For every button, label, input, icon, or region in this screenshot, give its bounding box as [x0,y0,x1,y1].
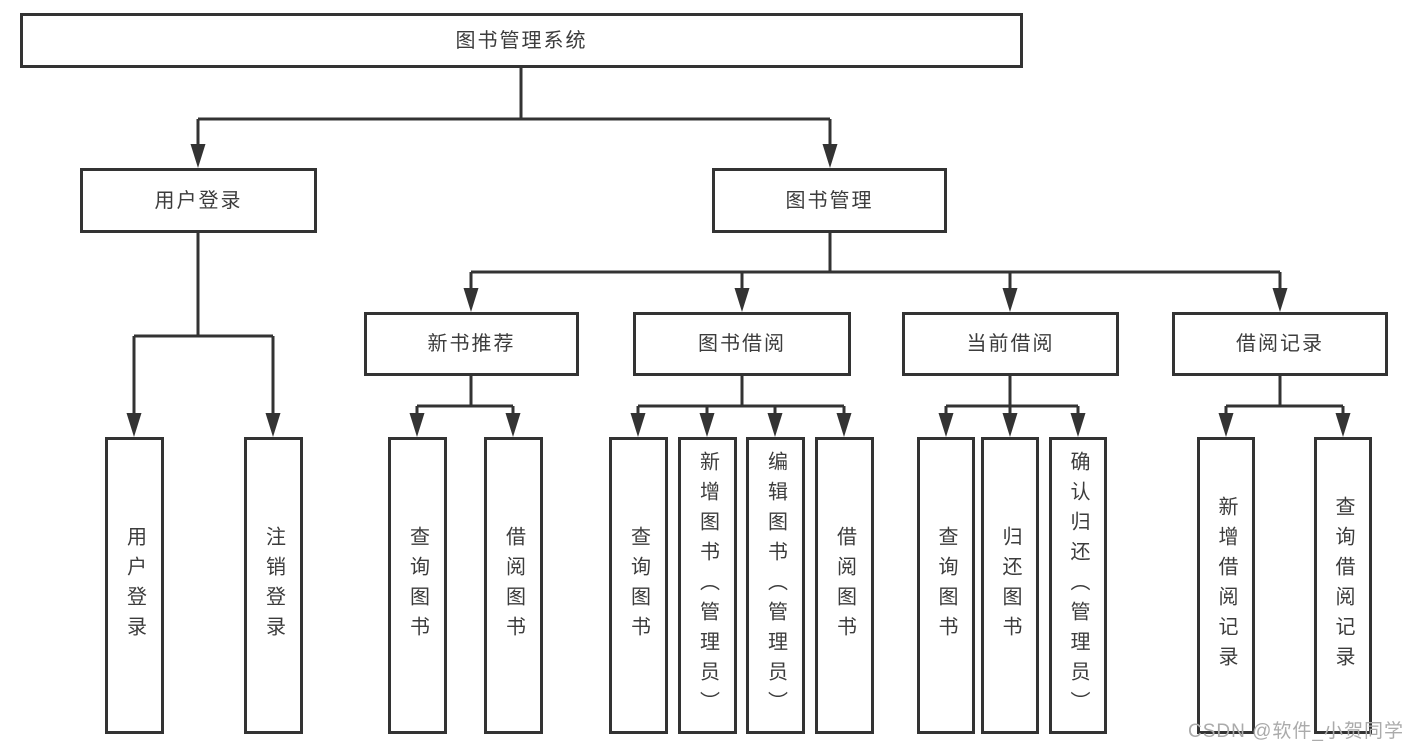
arrow-down-icon-user-login-module-0 [126,413,142,437]
node-new-book-recommend: 新书推荐 [364,312,579,376]
node-label-leaf-borrow-book-borrow: 借阅图书 [833,525,856,646]
node-label-system-root: 图书管理系统 [455,29,588,52]
arrow-down-icon-book-borrowing-0 [630,413,646,437]
node-label-leaf-borrow-book-rec: 借阅图书 [502,525,525,646]
node-label-leaf-return-book: 归还图书 [999,525,1021,646]
arrow-down-icon-book-management-module-3 [1272,288,1288,312]
node-leaf-query-book-current: 查询图书 [917,437,975,734]
node-label-leaf-confirm-return-admin: 确认归还（管理员） [1067,450,1089,721]
node-user-login-module: 用户登录 [80,168,317,233]
arrow-down-icon-system-root-1 [822,144,838,168]
node-leaf-add-book-admin: 新增图书（管理员） [678,437,737,734]
node-current-borrowing: 当前借阅 [902,312,1119,376]
arrow-down-icon-current-borrowing-1 [1002,413,1018,437]
arrow-down-icon-book-borrowing-2 [767,413,783,437]
node-label-leaf-user-login: 用户登录 [123,525,146,646]
arrow-down-icon-book-borrowing-1 [699,413,715,437]
arrow-down-icon-book-management-module-0 [463,288,479,312]
arrow-down-icon-borrowing-records-1 [1335,413,1351,437]
node-borrowing-records: 借阅记录 [1172,312,1388,376]
node-system-root: 图书管理系统 [20,13,1023,68]
arrow-down-icon-current-borrowing-2 [1070,413,1086,437]
node-leaf-confirm-return-admin: 确认归还（管理员） [1049,437,1107,734]
node-label-leaf-query-book-current: 查询图书 [935,525,957,646]
node-leaf-return-book: 归还图书 [981,437,1039,734]
arrow-down-icon-book-management-module-2 [1002,288,1018,312]
node-label-leaf-query-book-rec: 查询图书 [406,525,429,646]
arrow-down-icon-new-book-recommend-0 [409,413,425,437]
node-leaf-borrow-book-rec: 借阅图书 [484,437,543,734]
arrow-down-icon-user-login-module-1 [265,413,281,437]
node-label-current-borrowing: 当前借阅 [966,333,1055,355]
node-leaf-borrow-book-borrow: 借阅图书 [815,437,874,734]
node-label-leaf-logout: 注销登录 [262,525,285,646]
node-label-leaf-edit-book-admin: 编辑图书（管理员） [764,450,787,721]
node-leaf-query-borrow-record: 查询借阅记录 [1314,437,1372,734]
node-leaf-logout: 注销登录 [244,437,303,734]
node-label-leaf-query-borrow-record: 查询借阅记录 [1332,495,1354,676]
node-label-book-management-module: 图书管理 [785,189,874,212]
arrow-down-icon-book-management-module-1 [734,288,750,312]
node-leaf-edit-book-admin: 编辑图书（管理员） [746,437,805,734]
node-leaf-user-login: 用户登录 [105,437,164,734]
arrow-down-icon-new-book-recommend-1 [505,413,521,437]
node-label-leaf-add-book-admin: 新增图书（管理员） [696,450,719,721]
node-label-new-book-recommend: 新书推荐 [427,333,516,355]
node-leaf-query-book-borrow: 查询图书 [609,437,668,734]
arrow-down-icon-system-root-0 [190,144,206,168]
node-label-user-login-module: 用户登录 [154,189,243,212]
node-label-book-borrowing: 图书借阅 [698,333,786,355]
node-leaf-query-book-rec: 查询图书 [388,437,447,734]
watermark: CSDN @软件_小贺同学 [1188,721,1404,742]
arrow-down-icon-borrowing-records-0 [1218,413,1234,437]
node-label-leaf-query-book-borrow: 查询图书 [627,525,650,646]
node-book-borrowing: 图书借阅 [633,312,851,376]
node-label-borrowing-records: 借阅记录 [1236,333,1324,355]
node-leaf-add-borrow-record: 新增借阅记录 [1197,437,1255,734]
node-book-management-module: 图书管理 [712,168,947,233]
arrow-down-icon-book-borrowing-3 [836,413,852,437]
node-label-leaf-add-borrow-record: 新增借阅记录 [1215,495,1237,676]
arrow-down-icon-current-borrowing-0 [938,413,954,437]
